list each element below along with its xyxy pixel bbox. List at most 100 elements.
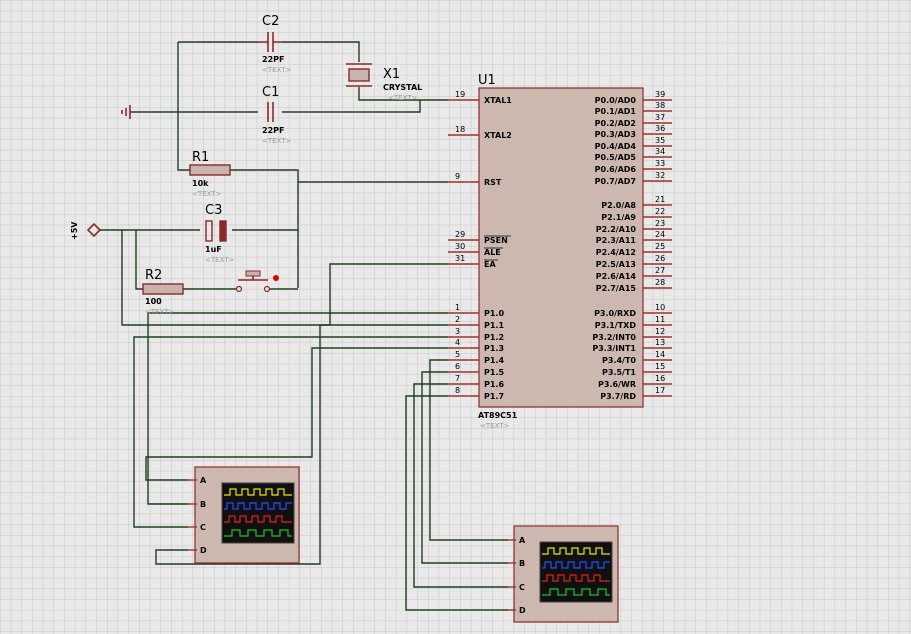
pin-number: 9 xyxy=(455,172,460,181)
pin-label: P1.7 xyxy=(484,392,504,401)
resistor-r1[interactable]: R1 10k <TEXT> xyxy=(189,150,231,198)
u1-part: AT89C51 xyxy=(478,411,518,420)
u1-pin-5[interactable]: 5P1.4 xyxy=(448,350,504,365)
pin-number: 27 xyxy=(655,266,665,275)
u1-pin-4[interactable]: 4P1.3 xyxy=(448,338,504,353)
pin-label: P3.0/RXD xyxy=(594,309,636,318)
u1-pin-1[interactable]: 1P1.0 xyxy=(448,303,504,318)
resistor-r2[interactable]: R2 100 <TEXT> xyxy=(142,268,184,316)
ic-u1[interactable]: U1 AT89C51 <TEXT> 19XTAL118XTAL29RST29PS… xyxy=(448,73,672,430)
pin-label: P3.5/T1 xyxy=(602,368,636,377)
power-terminal-5v[interactable]: +5V xyxy=(70,221,102,240)
u1-pin-3[interactable]: 3P1.2 xyxy=(448,327,504,342)
pin-number: 12 xyxy=(655,327,665,336)
ground-symbol[interactable] xyxy=(121,105,131,119)
pin-label: ALE xyxy=(484,248,501,257)
pin-label: P0.6/AD6 xyxy=(595,165,637,174)
oscilloscope-2[interactable]: A B C D xyxy=(507,525,619,623)
pin-number: 19 xyxy=(455,90,465,99)
pin-label: P0.0/AD0 xyxy=(595,96,637,105)
scope1-screen xyxy=(221,482,295,544)
scope2-pins: A B C D xyxy=(507,536,526,615)
scope2-channel-b[interactable]: B xyxy=(507,559,525,568)
scope1-channel-a[interactable]: A xyxy=(188,476,207,485)
pin-number: 18 xyxy=(455,125,465,134)
pin-label: P0.4/AD4 xyxy=(595,142,637,151)
crystal-x1[interactable]: X1 CRYSTAL <TEXT> xyxy=(346,63,422,102)
pin-number: 34 xyxy=(655,147,665,156)
pin-label: P0.7/AD7 xyxy=(595,177,636,186)
u1-pin-6[interactable]: 6P1.5 xyxy=(448,362,504,377)
pin-label: P2.4/A12 xyxy=(596,248,636,257)
pin-label: P0.2/AD2 xyxy=(595,119,636,128)
scope2-screen xyxy=(539,541,613,603)
capacitor-c2[interactable]: C2 22PF <TEXT> xyxy=(258,14,292,74)
scope2-channel-a[interactable]: A xyxy=(507,536,526,545)
pin-number: 36 xyxy=(655,124,665,133)
u1-pin-2[interactable]: 2P1.1 xyxy=(448,315,504,330)
oscilloscope-1[interactable]: A B C D xyxy=(188,466,300,564)
r2-template: <TEXT> xyxy=(145,308,175,316)
pin-number: 38 xyxy=(655,101,665,110)
pin-number: 21 xyxy=(655,195,665,204)
pin-number: 7 xyxy=(455,374,460,383)
r2-ref: R2 xyxy=(145,268,162,283)
pin-number: 16 xyxy=(655,374,665,383)
pin-label: P2.7/A15 xyxy=(596,284,637,293)
pin-label: P0.5/AD5 xyxy=(595,153,637,162)
capacitor-c3[interactable]: C3 1uF <TEXT> xyxy=(205,203,235,264)
scope2-channel-c[interactable]: C xyxy=(507,583,525,592)
scope1-channel-c[interactable]: C xyxy=(188,523,206,532)
pin-label: P0.1/AD1 xyxy=(595,107,637,116)
u1-pin-7[interactable]: 7P1.6 xyxy=(448,374,504,389)
capacitor-c1[interactable]: C1 22PF <TEXT> xyxy=(262,85,292,145)
pin-number: 4 xyxy=(455,338,460,347)
scope2-channel-d[interactable]: D xyxy=(507,606,526,615)
pin-number: 23 xyxy=(655,219,665,228)
scope1-channel-b[interactable]: B xyxy=(188,500,206,509)
pin-number: 3 xyxy=(455,327,460,336)
pin-number: 32 xyxy=(655,171,665,180)
pin-label: P2.3/A11 xyxy=(596,236,637,245)
scope1-channel-d[interactable]: D xyxy=(188,546,207,555)
pin-number: 14 xyxy=(655,350,665,359)
c1-ref: C1 xyxy=(262,85,279,100)
u1-pin-8[interactable]: 8P1.7 xyxy=(448,386,504,401)
reset-button[interactable] xyxy=(235,270,280,293)
channel-label: C xyxy=(200,523,206,532)
channel-label: A xyxy=(519,536,526,545)
pin-number: 13 xyxy=(655,338,665,347)
